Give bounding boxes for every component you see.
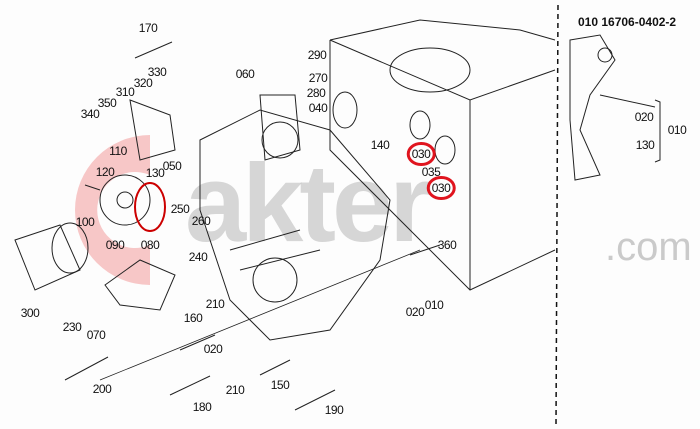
watermark-text: akter xyxy=(185,142,432,265)
callout-270[interactable]: 270 xyxy=(308,71,328,85)
callout-290[interactable]: 290 xyxy=(307,48,327,62)
callout-260[interactable]: 260 xyxy=(191,214,211,228)
callout-330[interactable]: 330 xyxy=(147,65,167,79)
inset-callout-130[interactable]: 130 xyxy=(635,138,655,152)
callout-130[interactable]: 130 xyxy=(145,166,165,180)
oil-filter xyxy=(14,222,176,311)
callout-020[interactable]: 020 xyxy=(405,305,425,319)
callout-010[interactable]: 010 xyxy=(424,298,444,312)
callout-140[interactable]: 140 xyxy=(370,138,390,152)
callout-160[interactable]: 160 xyxy=(183,311,203,325)
callout-200[interactable]: 200 xyxy=(92,382,112,396)
callout-150[interactable]: 150 xyxy=(270,378,290,392)
callout-300[interactable]: 300 xyxy=(20,306,40,320)
gear-case xyxy=(199,94,391,341)
watermark-domain: .com xyxy=(605,225,692,269)
callout-030-highlighted[interactable]: 030 xyxy=(426,176,456,200)
callout-310[interactable]: 310 xyxy=(115,85,135,99)
callout-090[interactable]: 090 xyxy=(105,238,125,252)
callout-340[interactable]: 340 xyxy=(80,107,100,121)
inset-drawing xyxy=(569,34,661,181)
callout-280[interactable]: 280 xyxy=(306,86,326,100)
callout-040[interactable]: 040 xyxy=(308,101,328,115)
callout-180[interactable]: 180 xyxy=(192,400,212,414)
callout-030-highlighted[interactable]: 030 xyxy=(406,142,436,166)
callout-120[interactable]: 120 xyxy=(95,165,115,179)
callout-110[interactable]: 110 xyxy=(109,144,127,158)
callout-035[interactable]: 035 xyxy=(421,165,441,179)
callout-190[interactable]: 190 xyxy=(324,403,344,417)
bolts xyxy=(64,41,441,411)
callout-230[interactable]: 230 xyxy=(62,320,82,334)
callout-360[interactable]: 360 xyxy=(437,238,457,252)
callout-320[interactable]: 320 xyxy=(133,76,153,90)
inset-callout-020[interactable]: 020 xyxy=(634,110,654,124)
callout-100[interactable]: 100 xyxy=(75,215,95,229)
callout-210[interactable]: 210 xyxy=(225,383,245,397)
engine-block xyxy=(329,19,556,291)
part-number-header: 010 16706-0402-2 xyxy=(578,15,677,29)
callout-250[interactable]: 250 xyxy=(170,202,190,216)
callout-350[interactable]: 350 xyxy=(97,96,117,110)
callout-240[interactable]: 240 xyxy=(188,250,208,264)
callout-070[interactable]: 070 xyxy=(86,328,106,342)
inset-callout-010[interactable]: 010 xyxy=(667,123,687,137)
water-pump xyxy=(99,99,176,232)
section-divider xyxy=(555,4,559,426)
callout-170[interactable]: 170 xyxy=(138,21,158,35)
callout-080[interactable]: 080 xyxy=(140,238,160,252)
callout-020[interactable]: 020 xyxy=(203,342,223,356)
callout-060[interactable]: 060 xyxy=(235,67,255,81)
callout-210[interactable]: 210 xyxy=(205,297,225,311)
callout-050[interactable]: 050 xyxy=(162,159,182,173)
